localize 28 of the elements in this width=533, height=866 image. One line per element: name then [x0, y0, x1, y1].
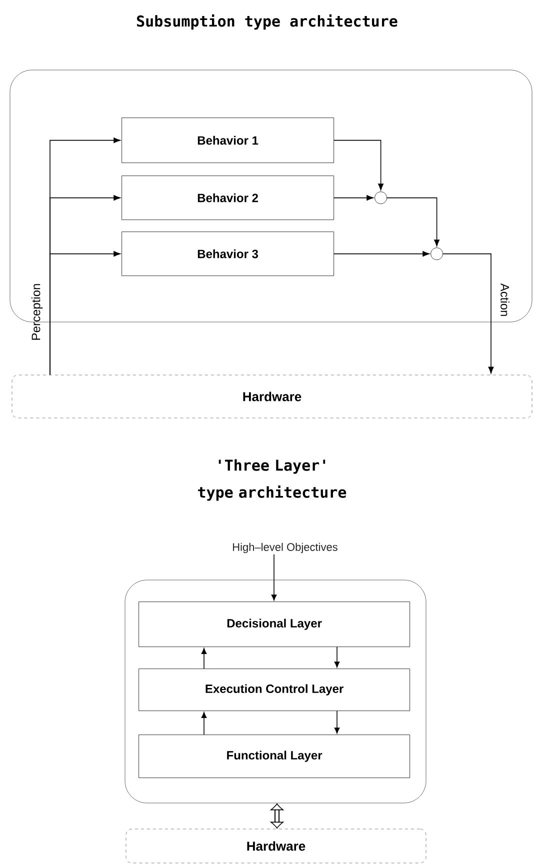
layer-box: Execution Control Layer: [138, 668, 410, 711]
arrow: [201, 648, 207, 669]
arrow: [201, 712, 207, 735]
junction-circle: [374, 192, 387, 204]
process-box: Behavior 3: [122, 232, 334, 276]
arrow: [334, 710, 340, 734]
arrow: [270, 804, 284, 829]
hardware-box: Hardware: [126, 828, 426, 864]
hardware-box: Hardware: [12, 374, 532, 418]
edge-label: Perception: [31, 284, 43, 340]
arrow: [442, 253, 494, 374]
layer-box: Functional Layer: [138, 734, 410, 778]
arrow: [334, 140, 384, 190]
arrow: [334, 251, 430, 256]
arrow: [271, 554, 277, 601]
junction-circle: [430, 248, 443, 260]
process-box: Behavior 2: [122, 176, 334, 220]
input-text: High–level Objectives: [233, 542, 338, 554]
heading: 'Three Layer' type architecture: [198, 459, 346, 501]
process-box: Behavior 1: [122, 118, 334, 163]
edge-label: Action: [500, 283, 510, 316]
layer-box: Decisional Layer: [138, 602, 410, 647]
heading: Subsumption type architecture: [137, 14, 398, 30]
panel: [124, 580, 426, 804]
arrow: [334, 646, 340, 668]
arrow: [386, 197, 440, 246]
arrow: [334, 195, 374, 200]
arrow: [50, 251, 120, 376]
